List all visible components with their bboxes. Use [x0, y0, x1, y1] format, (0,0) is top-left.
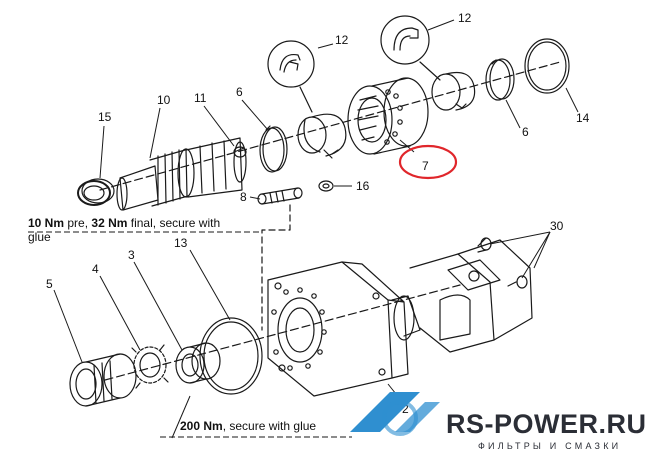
callout-10: 10: [157, 93, 171, 107]
leader-30c: [533, 231, 551, 269]
callout-12b: 12: [458, 11, 472, 25]
o-ring-13: [199, 317, 263, 395]
housing-flange-2: [267, 261, 409, 397]
callout-12a: 12: [335, 33, 349, 47]
callout-3: 3: [128, 248, 135, 262]
callout-4: 4: [92, 262, 99, 276]
leader-12b: [427, 19, 455, 31]
seal-ring-15: [77, 178, 115, 206]
bolt-8: [257, 187, 303, 205]
leader-12a: [317, 43, 334, 49]
callout-15: 15: [98, 110, 112, 124]
pinion-shaft-10: [116, 137, 247, 211]
torque-a-line2: glue: [28, 230, 51, 244]
callout-6a: 6: [236, 85, 243, 99]
callout-13: 13: [174, 236, 188, 250]
callout-5: 5: [46, 277, 53, 291]
torque-b-suffix: , secure with glue: [222, 419, 317, 433]
split-bushing-12a: [297, 113, 347, 159]
washer-16: [318, 180, 334, 192]
highlight-ellipse-7: [398, 144, 458, 180]
axis-line-lower: [104, 284, 461, 381]
callout-30: 30: [550, 219, 564, 233]
leader-6a: [241, 99, 269, 131]
leader-13: [189, 249, 231, 321]
torque-a-pre-suffix: pre,: [64, 216, 92, 230]
torque-note-b: 200 Nm, secure with glue: [180, 419, 380, 433]
lock-washer-4: [131, 344, 169, 389]
leader-4: [99, 275, 141, 351]
retaining-ring-6b: [485, 58, 515, 101]
axis-line-upper: [99, 61, 561, 191]
torque-a-final-suffix: final, secure with: [127, 216, 221, 230]
leader-8: [249, 196, 261, 200]
brand-tagline: ФИЛЬТРЫ И СМАЗКИ: [478, 441, 622, 451]
connector-line: [261, 204, 291, 331]
callout-14: 14: [576, 111, 590, 125]
leader-6b: [505, 99, 521, 129]
leader-10: [149, 107, 161, 159]
leader-14: [565, 87, 579, 113]
needle-bearing-5: [69, 353, 137, 407]
leader-3: [133, 261, 183, 351]
callout-6b: 6: [522, 125, 529, 139]
hydraulic-motor-body: [391, 239, 533, 353]
callout-2: 2: [402, 402, 409, 416]
leader-15: [99, 125, 105, 179]
brand-logo-icon: [350, 392, 440, 436]
leader-5: [53, 289, 83, 363]
detail-circle-12b: [380, 15, 430, 65]
leader-30a: [489, 231, 551, 245]
leader-11: [203, 105, 235, 147]
o-ring-14: [524, 38, 570, 94]
callout-8: 8: [240, 190, 247, 204]
leader-30b: [521, 231, 551, 279]
callout-11: 11: [194, 91, 207, 105]
torque-a-final-value: 32 Nm: [91, 216, 128, 230]
pin-11: [233, 146, 247, 158]
split-bushing-12b: [431, 71, 476, 111]
retaining-ring-6a: [259, 125, 288, 173]
bearing-carrier-7: [347, 77, 429, 155]
torque-a-pre-value: 10 Nm: [28, 216, 65, 230]
callout-16: 16: [356, 179, 370, 193]
slotted-nut-3: [175, 342, 221, 384]
torque-b-value: 200 Nm: [180, 419, 223, 433]
note-leader-b: [171, 395, 191, 439]
brand-name: RS-POWER.RU: [446, 409, 647, 439]
torque-note-a: 10 Nm pre, 32 Nm final, secure with glue: [28, 216, 268, 244]
callout-7: 7: [422, 159, 429, 173]
detail-circle-12a: [267, 40, 315, 88]
